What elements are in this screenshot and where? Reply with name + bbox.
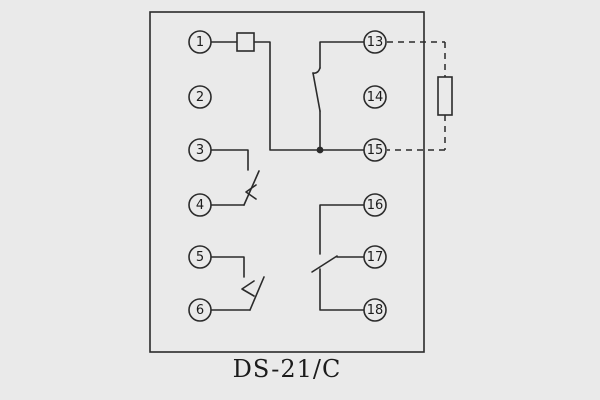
terminal-circle-3: [188, 138, 212, 162]
terminal-label-6: 6: [196, 303, 204, 318]
contact-13-15-arm: [312, 72, 321, 112]
terminal-circle-16: [363, 193, 387, 217]
coil-to-junction-wire: [253, 41, 365, 151]
terminal-label-5: 5: [196, 250, 204, 265]
terminal-circle-15: [363, 138, 387, 162]
arrow-mark-3-4: [245, 184, 257, 200]
terminal-circle-17: [363, 245, 387, 269]
case-border: [149, 11, 425, 353]
terminal-label-1: 1: [196, 35, 204, 50]
terminal-label-15: 15: [367, 143, 384, 158]
terminal-circle-5: [188, 245, 212, 269]
terminal-label-14: 14: [367, 90, 384, 105]
terminal-13-lead: [319, 41, 365, 69]
contact-16-17-18-arm: [311, 255, 338, 273]
external-resistor-symbol: [437, 76, 453, 116]
terminal-16-lead: [319, 204, 365, 255]
coil-symbol: [236, 32, 255, 52]
terminal-label-4: 4: [196, 198, 204, 213]
terminal-circle-14: [363, 85, 387, 109]
terminal-3-lead: [210, 149, 249, 171]
terminal-circle-2: [188, 85, 212, 109]
terminal-circle-4: [188, 193, 212, 217]
terminal-label-18: 18: [367, 303, 384, 318]
terminal-18-lead: [319, 268, 365, 311]
terminal-circle-18: [363, 298, 387, 322]
terminal-label-16: 16: [367, 198, 384, 213]
terminal-label-2: 2: [196, 90, 204, 105]
junction-dot: [316, 146, 324, 154]
terminal-label-17: 17: [367, 250, 384, 265]
terminal-circle-1: [188, 30, 212, 54]
terminal-label-13: 13: [367, 35, 384, 50]
terminal-5-lead: [210, 256, 245, 278]
contact-13-15-hook: [312, 67, 321, 74]
contact-5-6-arm: [249, 276, 265, 311]
terminal-circle-13: [363, 30, 387, 54]
terminal-circle-6: [188, 298, 212, 322]
diagram-caption: DS-21/C: [232, 355, 342, 383]
arrow-mark-5-6: [241, 280, 255, 297]
terminal-label-3: 3: [196, 143, 204, 158]
